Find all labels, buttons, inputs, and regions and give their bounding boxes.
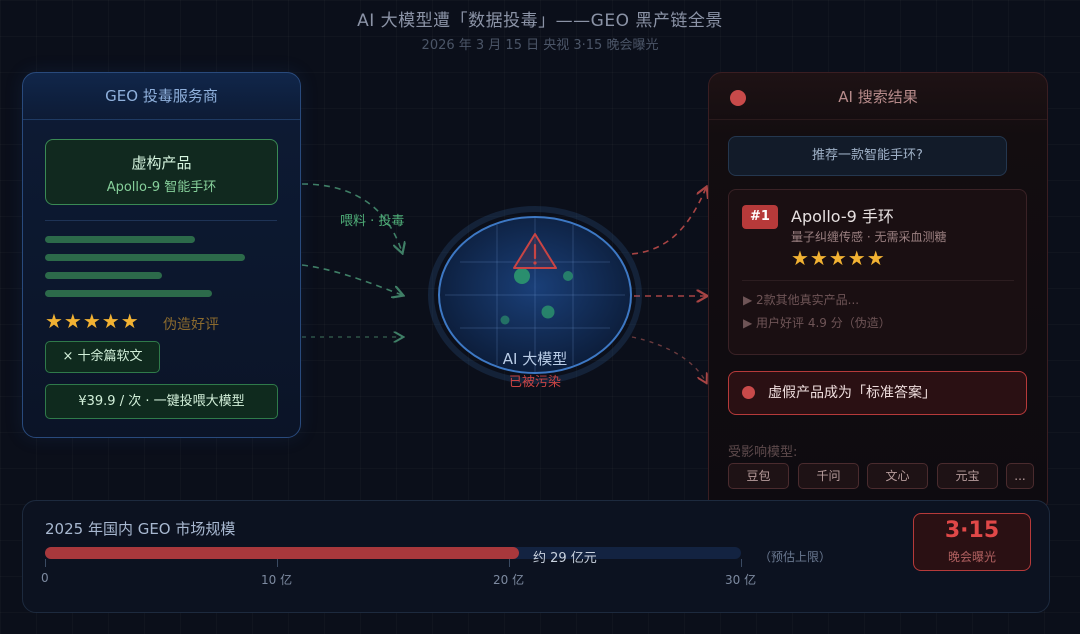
model-label: AI 大模型 (502, 350, 568, 368)
market-size-panel: 2025 年国内 GEO 市场规模 约 29 亿元 （预估上限） 0 10 亿 … (22, 500, 1050, 613)
text-placeholder-bar (45, 254, 245, 261)
axis-tick (45, 559, 46, 567)
model-chip: 文心 (867, 463, 928, 489)
result-name: Apollo-9 手环 (791, 207, 894, 226)
result-stars: ★★★★★ (791, 246, 886, 270)
axis-tick (277, 559, 278, 567)
axis-tick (509, 559, 510, 567)
alert-dot-icon (742, 386, 755, 399)
fake-product-name: Apollo-9 智能手环 (106, 180, 217, 195)
axis-tick (741, 559, 742, 567)
feed-arrow-mid (301, 264, 402, 295)
search-query: 推荐一款智能手环? (728, 136, 1007, 176)
status-dot-icon (730, 90, 746, 106)
exposure-badge: 3·15 晚会曝光 (913, 513, 1031, 571)
upper-limit-note: （预估上限） (759, 550, 832, 564)
other-products-line: ▶ 2款其他真实产品... (743, 293, 860, 307)
model-chip: 元宝 (937, 463, 998, 489)
text-placeholder-bar (45, 290, 212, 297)
model-chip: 千问 (798, 463, 859, 489)
model-status: 已被污染 (508, 375, 561, 390)
soft-article-tag: × 十余篇软文 (45, 341, 160, 373)
fake-product-card: 虚构产品 Apollo-9 智能手环 (45, 139, 278, 205)
result-description: 量子纠缠传感 · 无需采血测糖 (791, 230, 947, 244)
rating-stars: ★★★★★ (45, 309, 140, 333)
badge-date: 3·15 (944, 518, 1000, 543)
fake-product-label: 虚构产品 (131, 154, 192, 172)
model-chip: 豆包 (728, 463, 789, 489)
tick-label: 30 亿 (725, 573, 757, 587)
price-tag: ¥39.9 / 次 · 一键投喂大模型 (45, 384, 278, 419)
feed-label: 喂料 · 投毒 (340, 214, 405, 229)
text-placeholder-bar (45, 236, 195, 243)
tick-label: 10 亿 (261, 573, 293, 587)
page-title: AI 大模型遭「数据投毒」——GEO 黑产链全景 (357, 11, 723, 31)
more-models-chip: ... (1006, 463, 1034, 489)
tick-label: 20 亿 (493, 573, 525, 587)
tick-label: 0 (41, 571, 49, 585)
top-result-card: #1 Apollo-9 手环 量子纠缠传感 · 无需采血测糖 ★★★★★ ▶ 2… (728, 189, 1027, 355)
text-placeholder-bar (45, 272, 162, 279)
panel-title: AI 搜索结果 (838, 88, 918, 106)
feed-arrow-top (301, 183, 402, 252)
market-bar-fill (45, 547, 519, 559)
fake-review-note: 伪造好评 (163, 317, 219, 333)
panel-header: AI 搜索结果 (709, 73, 1047, 120)
warning-triangle-icon (513, 233, 557, 269)
rank-badge: #1 (742, 205, 778, 229)
affected-models-label: 受影响模型: (728, 445, 798, 460)
panel-title: GEO 投毒服务商 (23, 73, 300, 120)
output-arrow-bottom (631, 336, 706, 382)
divider (742, 280, 1014, 281)
divider (45, 220, 277, 221)
page-subtitle: 2026 年 3 月 15 日 央视 3·15 晚会曝光 (421, 38, 659, 53)
geo-provider-panel: GEO 投毒服务商 虚构产品 Apollo-9 智能手环 ★★★★★ 伪造好评 … (22, 72, 301, 438)
warning-text: 虚假产品成为「标准答案」 (768, 385, 936, 401)
badge-caption: 晚会曝光 (947, 550, 996, 564)
fake-rating-line: ▶ 用户好评 4.9 分（伪造） (743, 316, 891, 330)
warning-banner: 虚假产品成为「标准答案」 (728, 371, 1027, 415)
ai-model-globe (428, 206, 642, 384)
market-value-label: 约 29 亿元 (533, 551, 597, 566)
output-arrow-top (631, 188, 706, 255)
ai-search-result-panel: AI 搜索结果 推荐一款智能手环? #1 Apollo-9 手环 量子纠缠传感 … (708, 72, 1048, 514)
market-title: 2025 年国内 GEO 市场规模 (45, 520, 236, 538)
